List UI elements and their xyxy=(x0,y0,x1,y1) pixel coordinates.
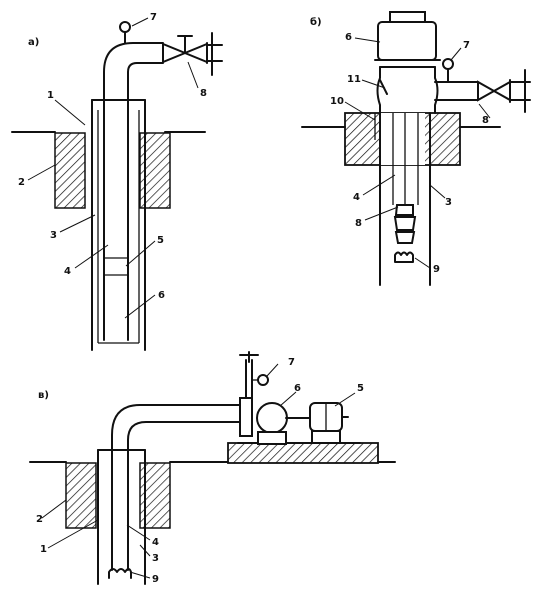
valve-right xyxy=(182,42,208,64)
panel-c: в) xyxy=(29,351,396,585)
backfill-left xyxy=(54,132,86,209)
gauge-icon xyxy=(442,58,454,70)
label-b-10: 10 xyxy=(330,96,344,107)
label-b-8: 8 xyxy=(482,115,489,126)
label-a-7: 7 xyxy=(150,12,157,23)
panel-b-title: б) xyxy=(310,16,322,28)
label-c-4: 4 xyxy=(152,537,159,548)
label-b-6: 6 xyxy=(345,32,352,43)
valve-left xyxy=(162,42,188,64)
gauge-icon xyxy=(257,374,269,386)
label-a-3: 3 xyxy=(50,230,57,241)
label-c-6: 6 xyxy=(294,383,301,394)
suction-pipe-outer xyxy=(103,42,164,341)
motor-cap xyxy=(389,11,426,23)
motor-body xyxy=(377,21,437,61)
label-b-3: 3 xyxy=(445,197,452,208)
label-a-8: 8 xyxy=(200,88,207,99)
suction-pipe-inner xyxy=(127,62,164,341)
label-c-1: 1 xyxy=(40,544,47,555)
label-a-5: 5 xyxy=(157,235,164,246)
label-b-9: 9 xyxy=(433,264,440,275)
label-b-4: 4 xyxy=(353,192,360,203)
label-c-5: 5 xyxy=(357,383,364,394)
panel-c-title: в) xyxy=(38,390,49,401)
label-a-4: 4 xyxy=(64,266,71,277)
panel-b: б) xyxy=(301,11,531,286)
label-c-3: 3 xyxy=(152,553,159,564)
label-a-1: 1 xyxy=(47,90,54,101)
panel-a-title: a) xyxy=(28,37,39,48)
label-c-2: 2 xyxy=(36,514,43,525)
pump-casing xyxy=(256,402,288,434)
pump-foundation xyxy=(227,442,379,464)
panel-a: a) xyxy=(11,12,223,351)
label-c-7: 7 xyxy=(288,357,295,368)
label-a-6: 6 xyxy=(158,290,165,301)
label-c-9: 9 xyxy=(152,574,159,585)
label-b-8-lower: 8 xyxy=(355,218,362,229)
label-b-7: 7 xyxy=(463,40,470,51)
label-a-2: 2 xyxy=(18,177,25,188)
gauge-icon xyxy=(119,21,131,33)
label-b-11: 11 xyxy=(347,74,361,85)
